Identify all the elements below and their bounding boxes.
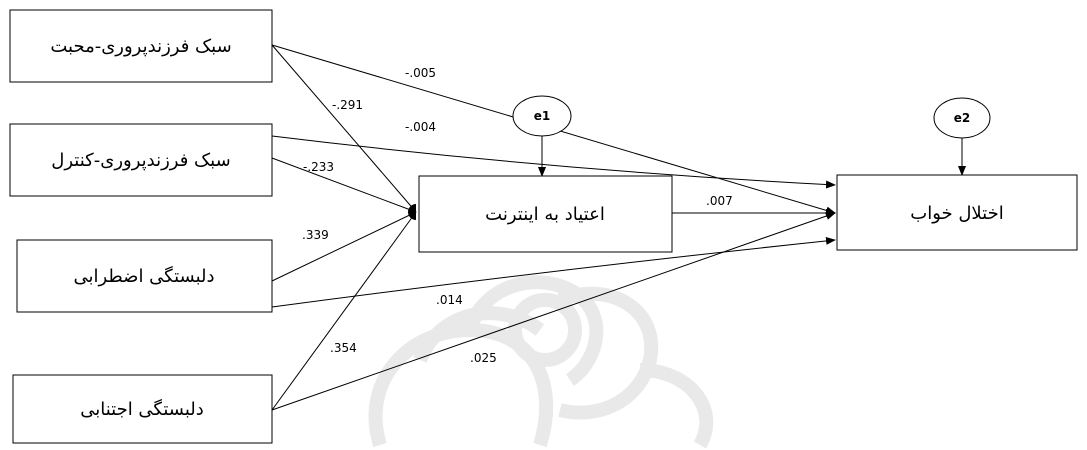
node-parenting-affection: سبک فرزندپروری-محبت: [9, 9, 273, 83]
node-label: سبک فرزندپروری-کنترل: [51, 150, 230, 171]
error-label: e1: [534, 109, 551, 123]
node-label: اعتیاد به اینترنت: [485, 204, 605, 225]
coef-affection-internet: -.291: [332, 98, 363, 112]
coef-anxious-sleep: .014: [436, 293, 463, 307]
coef-internet-sleep: .007: [706, 194, 733, 208]
error-label: e2: [954, 111, 971, 125]
error-e2: e2: [933, 97, 991, 139]
edge-control-to-internet: [271, 157, 417, 213]
node-label: سبک فرزندپروری-محبت: [50, 36, 231, 57]
edge-control-to-sleep: [271, 135, 836, 189]
node-label: دلبستگی اضطرابی: [73, 265, 214, 287]
edge-anxious-to-internet: [271, 211, 417, 282]
convergence-point: [408, 204, 416, 220]
node-avoidant-attachment: دلبستگی اجتنابی: [12, 374, 273, 444]
edge-anxious-to-sleep: [271, 236, 836, 308]
coef-avoidant-sleep: .025: [470, 351, 497, 365]
coef-affection-sleep: -.005: [405, 66, 436, 80]
watermark-logo: [368, 275, 714, 449]
edge-avoidant-to-sleep: [271, 212, 836, 411]
coef-avoidant-internet: .354: [330, 341, 357, 355]
edge-affection-to-internet: [271, 44, 417, 213]
coefficients: -.291 -.005 -.233 -.004 .339 .014 .354 .…: [302, 66, 733, 365]
node-label: دلبستگی اجتنابی: [80, 398, 204, 420]
node-parenting-control: سبک فرزندپروری-کنترل: [9, 123, 273, 197]
coef-anxious-internet: .339: [302, 228, 329, 242]
node-sleep-disorder: اختلال خواب: [836, 174, 1078, 251]
coef-control-internet: -.233: [303, 160, 334, 174]
coef-control-sleep: -.004: [405, 120, 436, 134]
node-anxious-attachment: دلبستگی اضطرابی: [16, 239, 273, 313]
edge-avoidant-to-internet: [271, 211, 417, 411]
error-e1: e1: [512, 95, 572, 137]
node-internet-addiction: اعتیاد به اینترنت: [418, 175, 673, 253]
node-label: اختلال خواب: [910, 203, 1003, 224]
